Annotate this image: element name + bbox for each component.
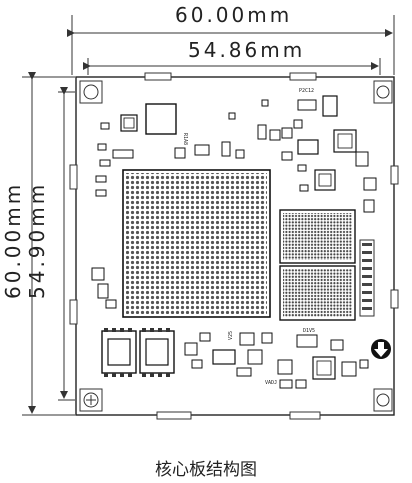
top-left-ics	[97, 99, 293, 167]
download-arrow-icon	[371, 339, 391, 359]
svg-text:R1A8: R1A8	[182, 133, 188, 145]
svg-text:VADJ: VADJ	[265, 380, 277, 386]
dim-top-outer: 60.00mm	[175, 3, 293, 27]
svg-text:V25: V25	[228, 331, 234, 340]
top-right-ics	[281, 95, 377, 213]
bottom-middle-components	[184, 332, 273, 377]
left-components	[91, 175, 117, 309]
svg-text:P2C12: P2C12	[299, 88, 314, 94]
silk-labels: R1A8 P2C12 D1V5 V25 VADJ	[182, 88, 315, 386]
fpga-bga	[122, 169, 271, 318]
svg-text:D1V5: D1V5	[303, 328, 315, 334]
edge-connectors	[69, 72, 399, 420]
power-modules	[101, 328, 175, 377]
dimension-lines	[22, 15, 395, 416]
mounting-holes	[79, 80, 393, 412]
figure-caption: 核心板结构图	[155, 460, 257, 480]
bottom-right-components	[277, 334, 369, 389]
ddr-chips	[279, 209, 375, 321]
dim-top-inner: 54.86mm	[188, 38, 306, 62]
